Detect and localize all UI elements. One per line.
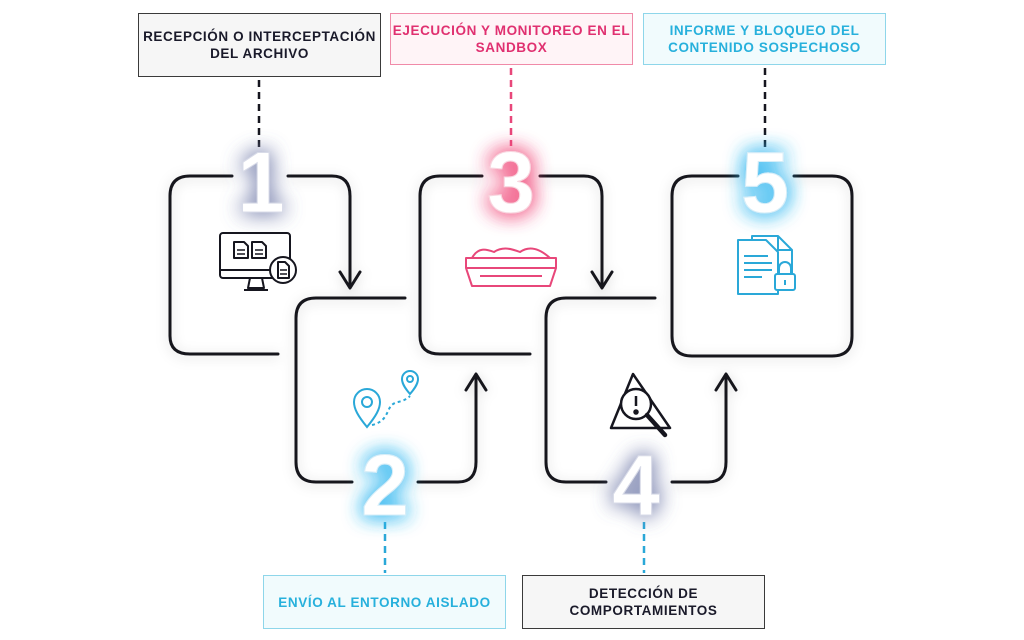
step-1-number: 1 [237,135,285,231]
step-3-label: EJECUCIÓN Y MONITOREO EN EL SANDBOX [390,13,633,65]
step-4-box [544,296,657,484]
step-4-label: DETECCIÓN DE COMPORTAMIENTOS [522,575,765,629]
step-5-number: 5 [741,135,789,231]
step-4-arrow-head [714,372,738,392]
step-3-arrow-head [590,270,614,290]
step-1-arrow-head [338,270,362,290]
step-3-box [418,174,532,356]
step-2-arrow-line [416,374,478,484]
step-2-arrow-head [464,372,488,392]
step-5-box [670,174,854,358]
sandbox-icon [465,247,557,287]
computer-files-icon [219,232,297,291]
step-2-box [294,296,407,484]
step-1-box [168,174,280,356]
step-1-label: RECEPCIÓN O INTERCEPTACIÓN DEL ARCHIVO [138,13,381,77]
step-3-arrow-line [538,174,604,288]
step-4-arrow-line [670,374,728,484]
step-2-number: 2 [361,438,409,534]
step-4-number: 4 [612,438,660,534]
step-2-label: ENVÍO AL ENTORNO AISLADO [263,575,506,629]
location-route-icon [352,370,420,429]
locked-document-icon [737,235,796,295]
step-3-number: 3 [487,135,535,231]
step-5-label: INFORME Y BLOQUEO DEL CONTENIDO SOSPECHO… [643,13,886,65]
warning-magnifier-icon [609,372,672,438]
step-1-arrow-line [286,174,352,288]
